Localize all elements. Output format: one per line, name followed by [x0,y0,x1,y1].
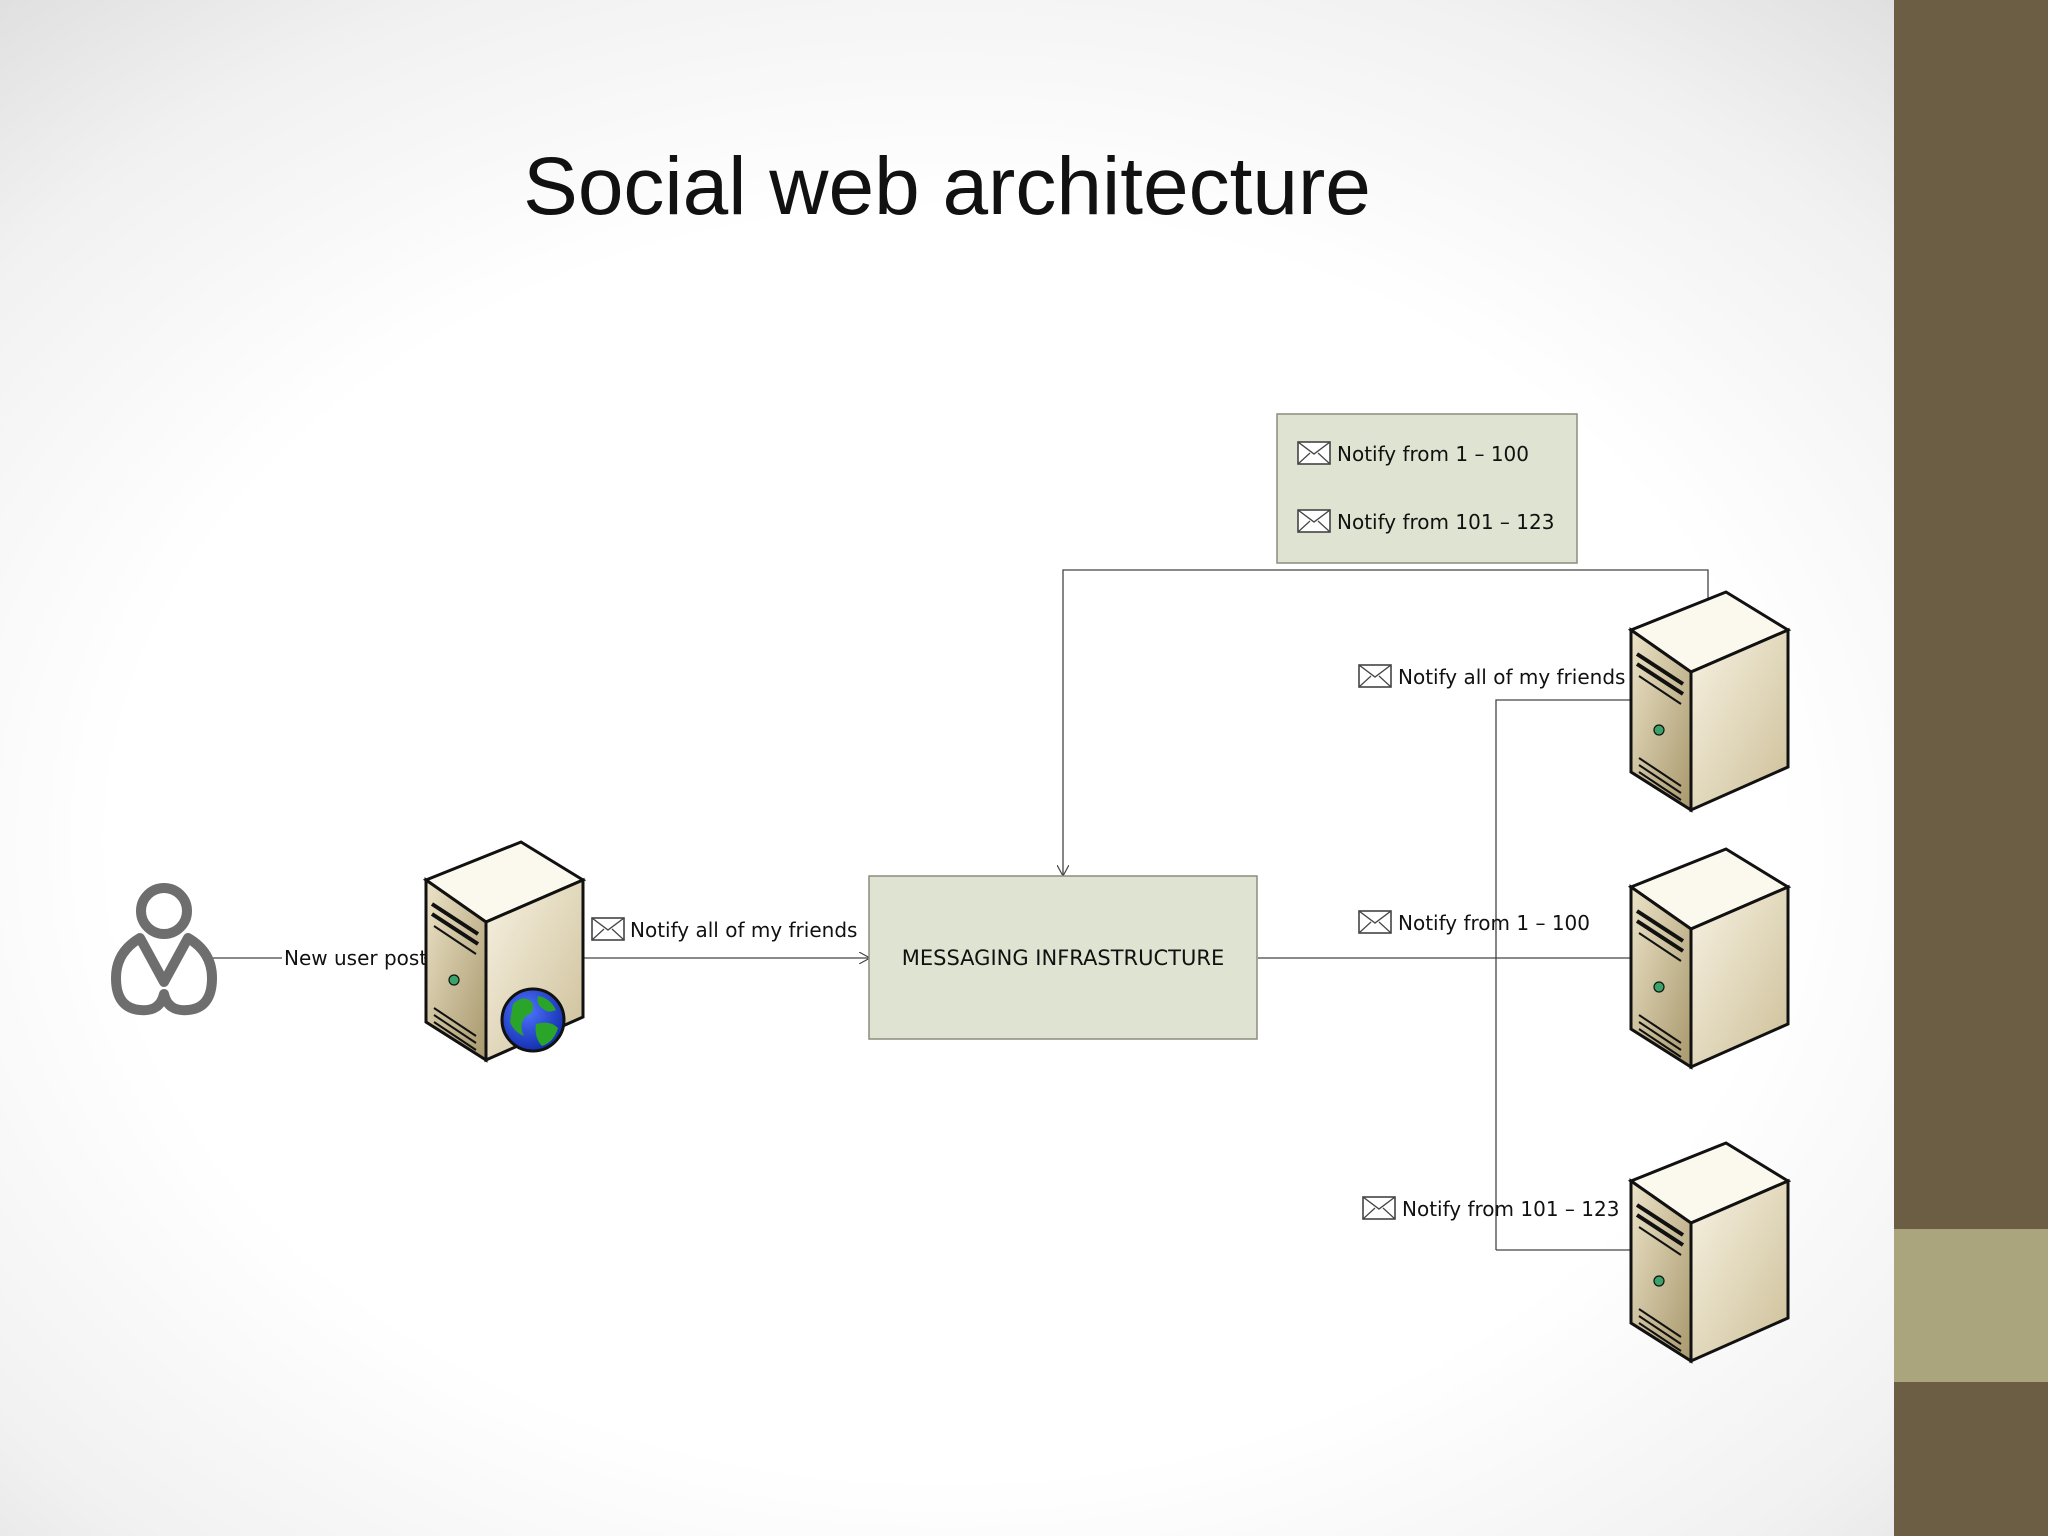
edge-label-notify-101-123: Notify from 101 – 123 [1402,1197,1619,1221]
web-server-icon [424,840,585,1062]
messaging-label: MESSAGING INFRASTRUCTURE [902,946,1225,970]
edge-labels: New user post Notify all of my friends N… [282,664,1625,1221]
queue-item-2: Notify from 101 – 123 [1337,510,1554,534]
architecture-diagram: MESSAGING INFRASTRUCTURE Notify from 1 –… [111,413,1790,1363]
edge-label-notify-all-1: Notify all of my friends [630,918,857,942]
edge-label-new-user-post: New user post [284,946,427,970]
envelope-icon [1297,441,1331,465]
envelope-icon [1297,509,1331,533]
envelope-icon [1358,910,1392,934]
server-icon [1629,590,1790,812]
messaging-infrastructure-box: MESSAGING INFRASTRUCTURE [868,875,1258,1040]
edge-label-notify-1-100: Notify from 1 – 100 [1398,911,1590,935]
queue-box: Notify from 1 – 100 Notify from 101 – 12… [1276,413,1578,564]
slide-background [0,0,1894,1536]
globe-icon [500,987,566,1053]
edge-label-notify-all-2: Notify all of my friends [1398,665,1625,689]
slide-title: Social web architecture [523,141,1371,232]
side-bar-accent [1894,1229,2048,1382]
edge-feedback-loop [1063,569,1709,876]
envelope-icon [1358,664,1392,688]
queue-item-1: Notify from 1 – 100 [1337,442,1529,466]
envelope-icon [1362,1196,1396,1220]
server-icon [1629,847,1790,1069]
user-icon [111,883,217,1016]
envelope-icon [591,917,625,941]
server-icon [1629,1141,1790,1363]
